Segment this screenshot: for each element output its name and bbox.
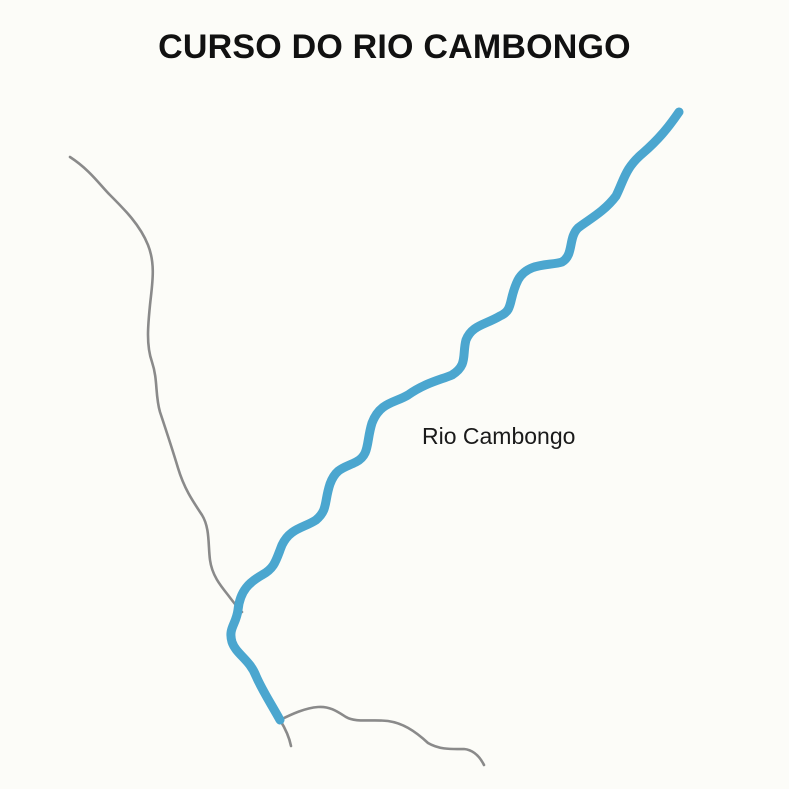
main-river-path	[226, 107, 684, 725]
tributary-bottom-right	[278, 705, 486, 767]
tributary-left	[68, 155, 244, 614]
map-title: CURSO DO RIO CAMBONGO	[158, 28, 631, 66]
river-label: Rio Cambongo	[422, 423, 576, 449]
